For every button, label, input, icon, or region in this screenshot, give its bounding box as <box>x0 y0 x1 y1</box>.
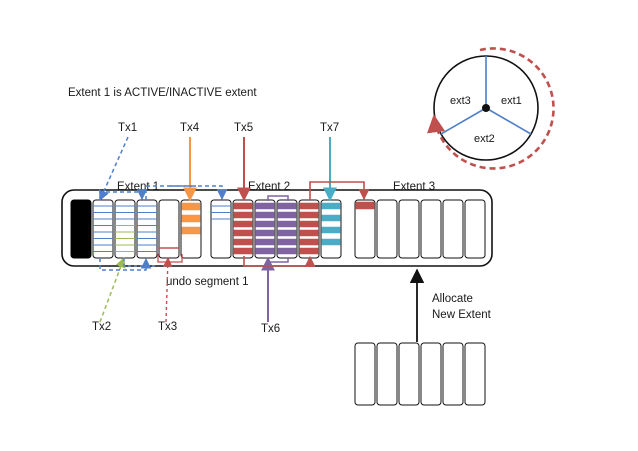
tx5-label: Tx5 <box>234 122 253 134</box>
new-extent-block-6 <box>464 342 486 406</box>
extent1-block-1 <box>92 199 114 259</box>
extent1-block-3 <box>136 199 158 259</box>
tx2-chain-bottom <box>99 257 152 271</box>
extent2-block-5-bar-5 <box>299 247 319 255</box>
extent2-block-3-bar-5 <box>255 247 275 255</box>
undo-segment-label: undo segment 1 <box>166 276 248 288</box>
extent1-block-2 <box>114 199 136 259</box>
tx2-arrow <box>99 257 126 323</box>
extent2-block-3-bar-1 <box>255 211 275 219</box>
new-extent-block-3 <box>398 342 420 406</box>
extent2-block-2-bar-5 <box>233 247 253 255</box>
extent1-block-4 <box>158 199 180 259</box>
extent2-block-2-bar-2 <box>233 220 253 228</box>
tx6-chain-bottom <box>267 258 289 263</box>
tx4-label: Tx4 <box>180 122 200 134</box>
extent2-block-4-bar-5 <box>277 247 297 255</box>
extent3-block-1-red-bar <box>355 201 375 210</box>
block-group <box>70 199 486 259</box>
extent3-block-3 <box>398 199 420 259</box>
tx2-chain-bottom-b <box>123 258 158 267</box>
extent2-block-1 <box>210 199 232 259</box>
extent2-block-4-bar-0 <box>277 202 297 210</box>
new-extent-block-5 <box>442 342 464 406</box>
extent3-block-5 <box>442 199 464 259</box>
extent2-block-4-bar-1 <box>277 211 297 219</box>
extent1-block-5-orange-bar-2 <box>181 226 201 235</box>
tx3-arrow <box>162 257 173 323</box>
segment-header-block <box>70 199 92 259</box>
extent2-block-2-bar-4 <box>233 238 253 246</box>
new-extent <box>354 342 486 406</box>
tx7-label: Tx7 <box>320 122 339 134</box>
allocate-label-line1: Allocate <box>432 293 473 305</box>
wheel-ext1-label: ext1 <box>501 95 522 107</box>
tx1-label: Tx1 <box>118 122 137 134</box>
extent2-block-4-bar-2 <box>277 220 297 228</box>
extent2-block-2-bar-3 <box>233 229 253 237</box>
extent2-block-6-teal-bar-0 <box>321 202 341 210</box>
wheel-ext2-label: ext2 <box>474 133 495 145</box>
extent2-block-6-teal-bar-2 <box>321 226 341 234</box>
extent2-block-2-bar-1 <box>233 211 253 219</box>
tx5-chain-to-extent3 <box>309 181 370 201</box>
tx5-chain-bottom <box>243 255 316 268</box>
extent3-block-6 <box>464 199 486 259</box>
wheel-divider-left <box>440 107 487 135</box>
allocate-label-line2: New Extent <box>432 309 492 321</box>
extent2-block-5-bar-1 <box>299 211 319 219</box>
tx1-chain-top-b <box>170 185 228 201</box>
tx1-chain-first <box>99 189 148 201</box>
wheel-divider-right <box>485 107 532 135</box>
diagram-title: Extent 1 is ACTIVE/INACTIVE extent <box>68 87 257 99</box>
extent2-block-5-bar-2 <box>299 220 319 228</box>
extent2-block-4-bar-3 <box>277 229 297 237</box>
extent2-block-5-bar-4 <box>299 238 319 246</box>
wheel-hub <box>482 104 490 112</box>
extent1-block-5-orange-bar-1 <box>181 214 201 223</box>
extent2-block-3-bar-2 <box>255 220 275 228</box>
new-extent-block-4 <box>420 342 442 406</box>
extent2-block-2-bar-0 <box>233 202 253 210</box>
extent2-block-3-bar-4 <box>255 238 275 246</box>
new-extent-block-2 <box>376 342 398 406</box>
extent2-block-4-bar-4 <box>277 238 297 246</box>
tx3-chain <box>157 254 183 263</box>
extent2-block-3-bar-0 <box>255 202 275 210</box>
new-extent-block-1 <box>354 342 376 406</box>
extent-wheel: ext3 ext1 ext2 <box>427 47 555 170</box>
extent2-block-5-bar-3 <box>299 229 319 237</box>
tx1-arrow <box>99 136 129 201</box>
wheel-rotation-arrow <box>427 47 555 170</box>
tx1-chain-top-a <box>145 185 196 200</box>
tx6-chain-top <box>267 195 289 201</box>
extent3-label: Extent 3 <box>393 181 435 193</box>
extent1-block-5-orange-bar-0 <box>181 202 201 211</box>
extent2-label: Extent 2 <box>248 181 290 193</box>
wheel-ext3-label: ext3 <box>450 95 471 107</box>
extent3-block-2 <box>376 199 398 259</box>
extent1-label: Extent 1 <box>117 181 159 193</box>
tx6-label: Tx6 <box>261 323 280 335</box>
extent2-block-6-teal-bar-3 <box>321 238 341 246</box>
extent3-block-4 <box>420 199 442 259</box>
tx2-label: Tx2 <box>92 321 111 333</box>
tx3-label: Tx3 <box>158 321 177 333</box>
extent2-block-3-bar-3 <box>255 229 275 237</box>
extent2-block-5-bar-0 <box>299 202 319 210</box>
extent2-block-6-teal-bar-1 <box>321 214 341 222</box>
